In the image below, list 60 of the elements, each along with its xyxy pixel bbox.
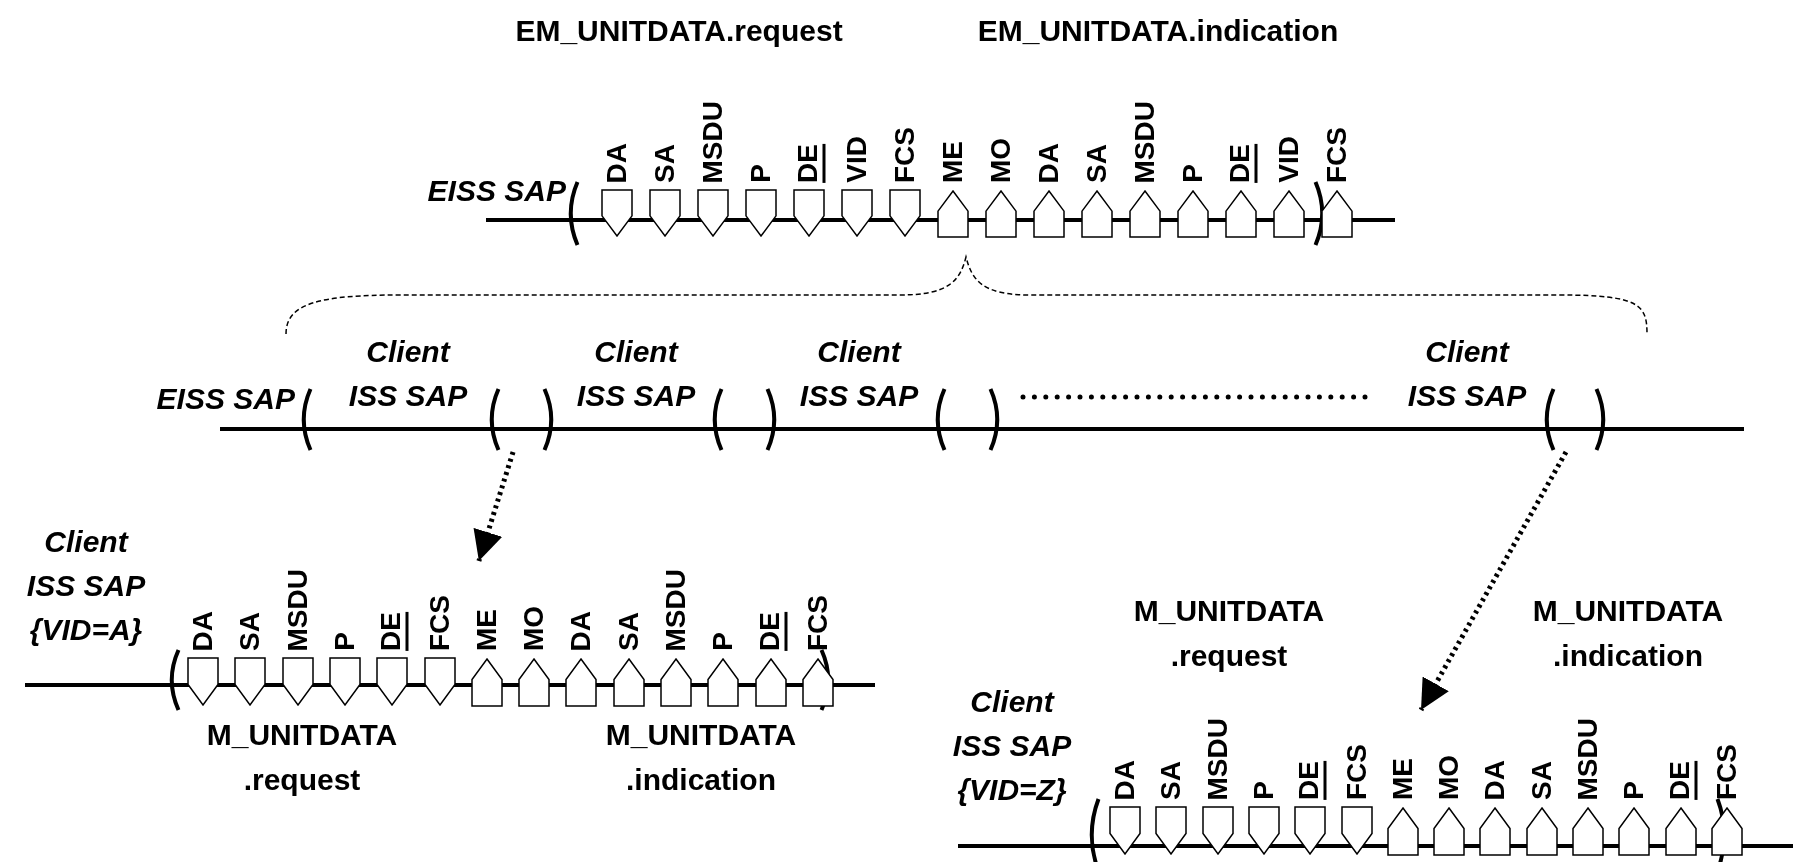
field-name: DA (1480, 759, 1511, 800)
field-name: P (746, 164, 776, 183)
field-name: FCS (1322, 127, 1352, 183)
field-name: DA (566, 610, 597, 651)
field-name: DE (1664, 761, 1698, 800)
primitive-label: M_UNITDATA .indication (1531, 593, 1725, 674)
primitive-label: EM_UNITDATA.indication (977, 13, 1339, 49)
field-name: DE (754, 612, 788, 651)
field-name: P (329, 632, 360, 651)
sap-label: EISS SAP (427, 173, 566, 209)
client-sap-label: Client ISS SAP (347, 334, 469, 414)
field-name: SA (1156, 761, 1187, 800)
field-name: FCS (1711, 744, 1742, 800)
field-name: P (1619, 781, 1650, 800)
sap-label: Client ISS SAP {VID=Z} (951, 684, 1073, 808)
field-name: DE (1293, 761, 1327, 800)
field-name: FCS (424, 595, 455, 651)
field-name: DE (375, 612, 409, 651)
field-name: MO (519, 605, 550, 651)
field-name: ME (938, 141, 968, 183)
dotted-arrow (1418, 450, 1569, 712)
field-name: P (708, 632, 739, 651)
field-name: SA (235, 612, 266, 651)
client-sap-label: Client ISS SAP (575, 334, 697, 414)
field-name: DA (1034, 142, 1064, 183)
field-name: FCS (890, 127, 920, 183)
field-name: MO (1434, 754, 1465, 800)
field-name: SA (613, 612, 644, 651)
field-name: VID (842, 136, 872, 183)
sap-label: Client ISS SAP {VID=A} (25, 524, 147, 648)
field-name: MSDU (282, 568, 313, 651)
field-name: P (1178, 164, 1208, 183)
field-name: MSDU (661, 568, 691, 651)
field-name: ME (1387, 758, 1418, 800)
field-name: DA (188, 610, 218, 651)
field-name: MSDU (1202, 717, 1233, 800)
field-name: MSDU (1573, 717, 1603, 800)
field-name: ME (471, 609, 502, 651)
field-name: P (1248, 781, 1279, 800)
field-name: FCS (1341, 744, 1372, 800)
field-name: DE (1224, 144, 1258, 183)
field-name: DA (1110, 759, 1140, 800)
field-name: SA (1526, 761, 1557, 800)
client-sap-label: Client ISS SAP (798, 334, 920, 414)
primitive-label: EM_UNITDATA.request (515, 13, 843, 49)
field-name: MSDU (1130, 100, 1160, 183)
client-sap-label: Client ISS SAP (1406, 334, 1528, 414)
field-name: VID (1274, 136, 1304, 183)
field-name: MO (986, 137, 1016, 183)
primitive-label: M_UNITDATA .request (205, 717, 399, 798)
field-name: SA (1082, 144, 1112, 183)
sap-label: EISS SAP (156, 381, 295, 417)
field-name: MSDU (698, 100, 728, 183)
field-name: DE (792, 144, 826, 183)
primitive-label: M_UNITDATA .request (1132, 593, 1326, 674)
field-name: FCS (802, 595, 833, 651)
primitive-label: M_UNITDATA .indication (604, 717, 798, 798)
field-name: SA (650, 144, 680, 183)
dotted-arrow (473, 451, 516, 562)
field-name: DA (602, 142, 632, 183)
